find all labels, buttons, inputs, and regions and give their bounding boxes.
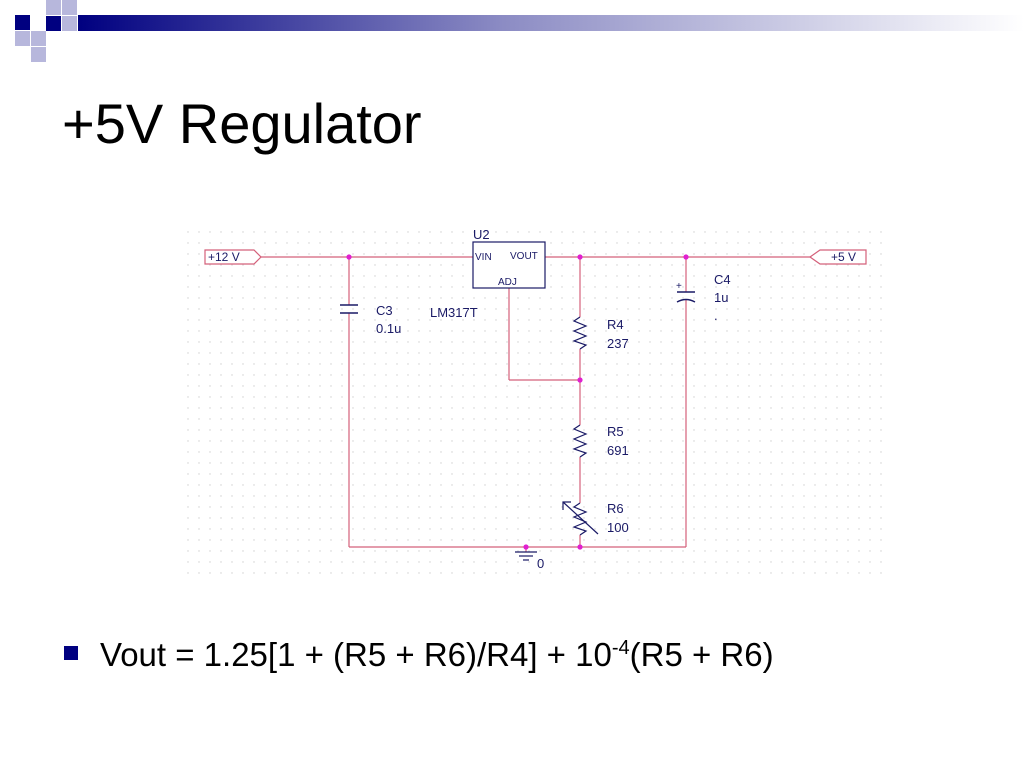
pin-vin-label: VIN: [475, 252, 492, 263]
wires: [260, 256, 810, 552]
net-flag-output: +5 V: [808, 249, 867, 265]
capacitor-c4: + C4 1u .: [676, 272, 731, 323]
decor-square: [31, 31, 46, 46]
net-flag-input: +12 V: [204, 249, 262, 265]
formula-prefix: Vout = 1.25[1 + (R5 + R6)/R4] + 10: [100, 636, 612, 673]
decor-square: [15, 31, 30, 46]
c4-value: 1u: [714, 290, 728, 305]
decor-square: [62, 16, 77, 31]
ground-symbol: 0: [515, 551, 544, 571]
resistor-r5: R5 691: [572, 424, 629, 458]
r5-value: 691: [607, 443, 629, 458]
capacitor-plate-curved: [676, 298, 696, 303]
c4-plus-icon: +: [676, 281, 682, 292]
header-gradient-bar: [78, 15, 1024, 31]
regulator-schematic: +12 V +5 V U2 VIN VOUT ADJ LM317T C3 0.1…: [185, 225, 885, 580]
resistor-r4: R4 237: [572, 316, 629, 351]
slide-title: +5V Regulator: [62, 92, 422, 155]
decor-square: [15, 15, 30, 30]
formula-exponent: -4: [611, 637, 630, 659]
bullet-square-icon: [64, 646, 78, 660]
r4-value: 237: [607, 336, 629, 351]
decor-square: [46, 16, 61, 31]
formula-suffix: (R5 + R6): [629, 636, 774, 673]
r4-ref: R4: [607, 317, 624, 332]
resistor-zigzag: [572, 502, 588, 536]
net-flag-input-shape: [204, 249, 262, 265]
pin-adj-label: ADJ: [498, 277, 517, 288]
decor-square: [62, 0, 77, 15]
net-label-output: +5 V: [831, 250, 856, 264]
header-decoration: [15, 0, 1024, 62]
c3-ref: C3: [376, 303, 393, 318]
resistor-zigzag: [572, 424, 588, 458]
capacitor-c3: C3 0.1u: [340, 303, 401, 336]
c4-ref: C4: [714, 272, 731, 287]
junction-dot: [577, 254, 583, 260]
r6-value: 100: [607, 520, 629, 535]
regulator-u2: U2 VIN VOUT ADJ LM317T: [430, 227, 546, 320]
vout-formula: Vout = 1.25[1 + (R5 + R6)/R4] + 10-4(R5 …: [100, 636, 774, 673]
resistor-zigzag: [572, 316, 588, 350]
junction-dot: [577, 377, 583, 383]
net-flag-output-shape: [808, 249, 867, 265]
c4-note: .: [714, 308, 718, 323]
r6-ref: R6: [607, 501, 624, 516]
resistor-r6: R6 100: [562, 501, 629, 536]
regulator-part: LM317T: [430, 305, 478, 320]
junction-dot: [523, 544, 529, 550]
net-label-input: +12 V: [208, 250, 240, 264]
c3-value: 0.1u: [376, 321, 401, 336]
junction-dot: [346, 254, 352, 260]
junctions: [346, 254, 689, 550]
decor-square: [31, 47, 46, 62]
pin-vout-label: VOUT: [510, 251, 538, 262]
junction-dot: [683, 254, 689, 260]
regulator-body: [472, 241, 546, 289]
formula-bullet: Vout = 1.25[1 + (R5 + R6)/R4] + 10-4(R5 …: [64, 636, 774, 674]
ground-label: 0: [537, 556, 544, 571]
variable-arrow: [562, 501, 599, 535]
junction-dot: [577, 544, 583, 550]
decor-square: [46, 0, 61, 15]
regulator-ref: U2: [473, 227, 490, 242]
r5-ref: R5: [607, 424, 624, 439]
arrow-head-icon: [562, 501, 571, 510]
